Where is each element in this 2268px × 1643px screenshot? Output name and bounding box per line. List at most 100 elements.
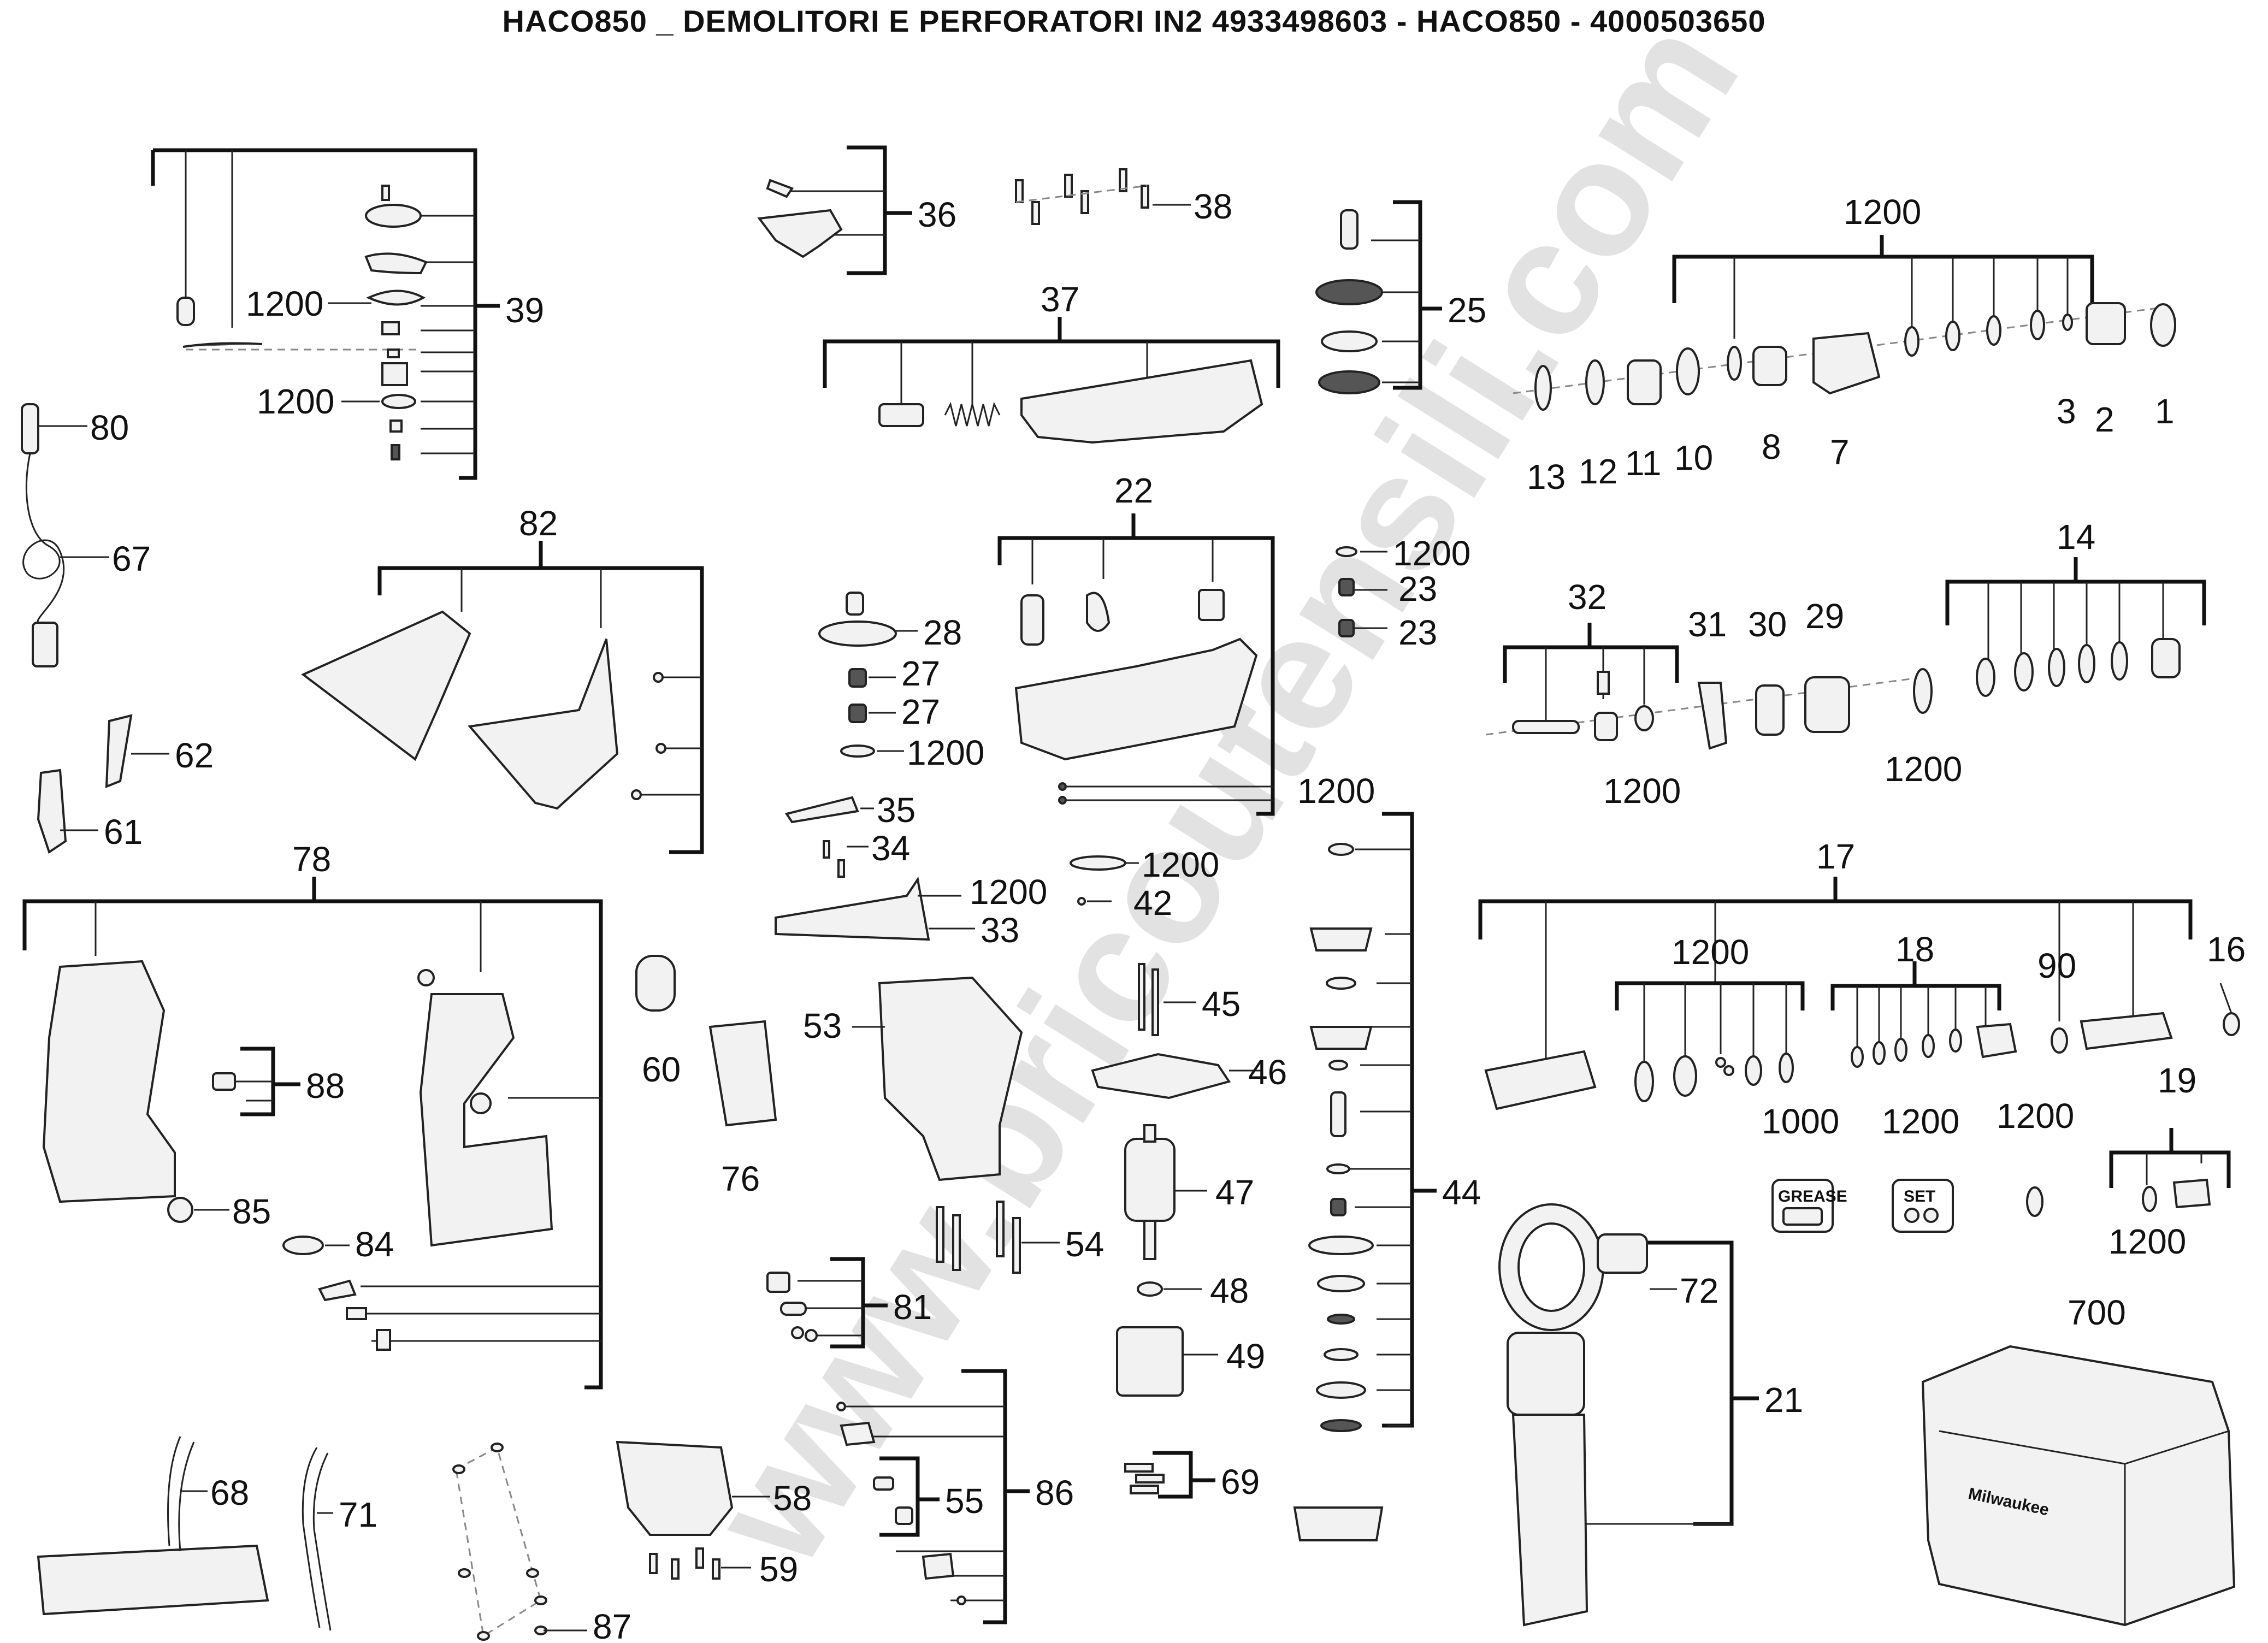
label-1200: 1200 (1603, 771, 1681, 811)
label-11: 11 (1625, 444, 1661, 483)
group-61-62: 62 61 (37, 714, 214, 854)
housing-right (419, 993, 553, 1247)
label-45: 45 (1202, 984, 1241, 1024)
diagram-title: HACO850 _ DEMOLITORI E PERFORATORI IN2 4… (502, 4, 1766, 38)
housing-left (42, 960, 176, 1203)
label-21: 21 (1764, 1380, 1803, 1420)
label-1200: 1200 (1885, 749, 1962, 789)
label-80: 80 (90, 408, 129, 447)
label-88: 88 (306, 1066, 345, 1106)
part-84 (282, 1236, 324, 1255)
label-34: 34 (871, 829, 910, 868)
label-82: 82 (519, 504, 558, 543)
label-17: 17 (1816, 837, 1855, 876)
gear-housing (1014, 637, 1258, 761)
knob (1597, 1233, 1648, 1274)
group-86: 55 86 (836, 1369, 1074, 1624)
label-53: 53 (803, 1006, 842, 1045)
group-32: 32 31 30 29 1200 1200 (1485, 577, 1962, 811)
label-60: 60 (642, 1050, 681, 1089)
label-700: 700 (2068, 1293, 2126, 1332)
flange-part (1293, 1506, 1384, 1541)
label-16: 16 (2207, 930, 2246, 969)
group-chuck-row: 1200 13 12 11 10 8 7 3 2 1 (1513, 192, 2176, 497)
label-31: 31 (1688, 605, 1727, 644)
label-87: 87 (593, 1607, 631, 1643)
handle-grip (1511, 1414, 1588, 1627)
label-39: 39 (505, 291, 544, 330)
group-22: 22 (997, 471, 1275, 816)
label-1200: 1200 (2108, 1222, 2186, 1261)
label-27: 27 (901, 654, 940, 693)
group-cord: 80 67 (21, 403, 151, 667)
label-86: 86 (1035, 1473, 1074, 1512)
label-12: 12 (1579, 452, 1617, 491)
group-36: 36 (757, 145, 956, 275)
stator (1116, 1326, 1184, 1397)
group-case: Milwaukee 700 (1921, 1293, 2236, 1627)
label-42: 42 (1133, 883, 1172, 923)
label-32: 32 (1568, 577, 1606, 617)
label-37: 37 (1041, 280, 1079, 319)
group-82: 82 (301, 504, 704, 854)
pin-part (1340, 209, 1359, 250)
label-90: 90 (2037, 946, 2076, 985)
label-3: 3 (2057, 392, 2076, 431)
label-38: 38 (1194, 187, 1232, 226)
label-33: 33 (981, 911, 1019, 950)
label-78: 78 (292, 840, 331, 879)
label-72: 72 (1680, 1271, 1718, 1310)
group-23: 1200 23 23 (1336, 534, 1470, 652)
label-58: 58 (773, 1479, 812, 1518)
label-46: 46 (1248, 1053, 1287, 1092)
label-48: 48 (1210, 1271, 1249, 1310)
label-14: 14 (2057, 517, 2095, 557)
group-87: 87 (452, 1443, 631, 1643)
label-1200: 1200 (246, 284, 323, 323)
group-33-35: 35 34 1200 42 1200 33 (775, 790, 1219, 950)
label-84: 84 (355, 1225, 394, 1264)
label-7: 7 (1830, 433, 1850, 472)
group-38: 38 (1015, 168, 1232, 226)
label-1200: 1200 (1997, 1096, 2074, 1136)
tool-holder (1484, 1050, 1597, 1110)
screw-part (381, 185, 390, 201)
group-25: 25 (1315, 200, 1486, 394)
label-25: 25 (1448, 291, 1486, 330)
clip-part (364, 252, 428, 275)
small-part (381, 321, 400, 335)
chuck-sleeve (1812, 332, 1881, 395)
cap-part (365, 204, 422, 228)
piston (2080, 1012, 2173, 1050)
group-14: 14 (1945, 517, 2206, 697)
spring-seat (878, 403, 924, 427)
group-grease-set: GREASE SET 1000 1200 1200 19 1200 (1762, 1061, 2231, 1261)
side-cover-right (468, 639, 619, 810)
label-1200: 1200 (1882, 1102, 1959, 1141)
part-33 (775, 876, 930, 941)
label-62: 62 (175, 736, 214, 775)
label-76: 76 (721, 1159, 760, 1198)
group-motor: 45 46 47 48 49 54 69 (936, 963, 1287, 1502)
label-29: 29 (1805, 596, 1844, 636)
handle-base (1507, 1332, 1585, 1416)
group-17: 17 1200 18 90 16 (1478, 837, 2246, 1110)
gear-28 (818, 620, 897, 647)
label-85: 85 (232, 1192, 271, 1231)
grease-label: GREASE (1778, 1187, 1847, 1205)
label-35: 35 (877, 790, 916, 830)
label-59: 59 (759, 1550, 798, 1589)
label-69: 69 (1221, 1462, 1260, 1502)
label-1200: 1200 (1672, 932, 1749, 972)
label-54: 54 (1065, 1225, 1104, 1264)
label-1200: 1200 (970, 872, 1047, 912)
label-1200: 1200 (1844, 192, 1921, 232)
group-handle: 72 21 (1498, 1203, 1803, 1627)
group-68-71: 68 71 (37, 1436, 377, 1631)
part-53 (878, 976, 1023, 1181)
label-28: 28 (923, 613, 962, 652)
group-78: 78 88 85 84 (22, 840, 603, 1390)
label-67: 67 (112, 539, 151, 578)
label-55: 55 (945, 1481, 984, 1521)
side-cover-left (301, 610, 471, 761)
